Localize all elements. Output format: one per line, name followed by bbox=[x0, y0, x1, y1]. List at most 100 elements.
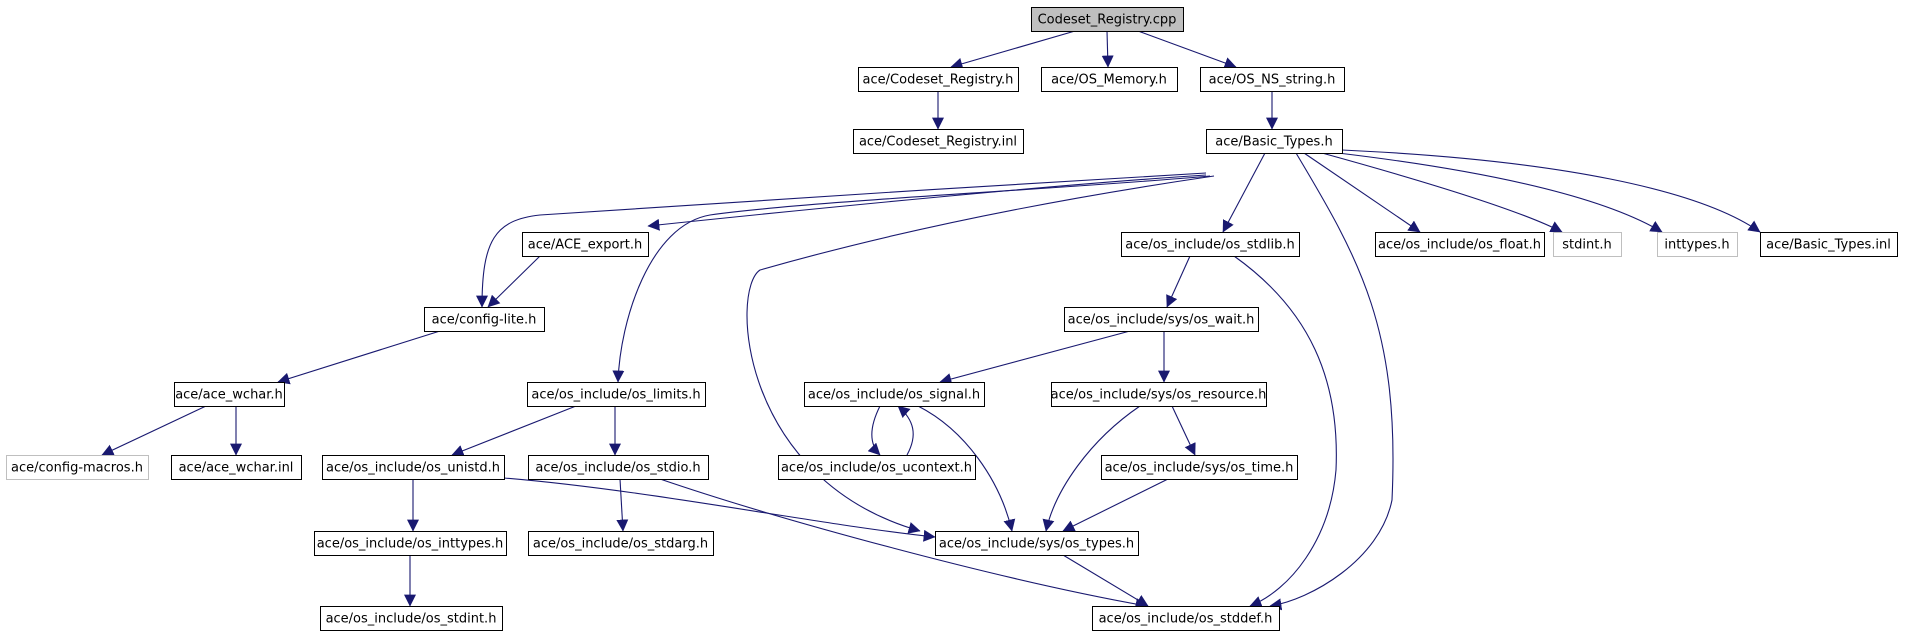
node-os-resource-h[interactable]: ace/os_include/sys/os_resource.h bbox=[1051, 382, 1267, 407]
node-os-float-h[interactable]: ace/os_include/os_float.h bbox=[1375, 232, 1545, 257]
edge-os-stdio-h-to-os-stddef-h bbox=[659, 478, 1148, 610]
node-label: stdint.h bbox=[1562, 238, 1611, 253]
edge-basic-types-h-to-ace-export-h bbox=[647, 174, 1207, 231]
node-box bbox=[1031, 7, 1184, 32]
node-box bbox=[1064, 307, 1259, 332]
edge-config-lite-h-to-ace-wchar-h bbox=[277, 330, 441, 385]
node-os-stdarg-h[interactable]: ace/os_include/os_stdarg.h bbox=[528, 531, 714, 556]
node-label: ace/config-macros.h bbox=[11, 461, 143, 476]
node-box bbox=[1657, 232, 1738, 257]
nodes-layer: Codeset_Registry.cpp ace/Codeset_Registry… bbox=[6, 7, 1898, 631]
node-label: ace/Codeset_Registry.inl bbox=[859, 135, 1017, 150]
edge-codeset-registry-cpp-to-os-memory-h bbox=[1101, 30, 1114, 68]
node-box bbox=[320, 606, 503, 631]
node-config-lite-h[interactable]: ace/config-lite.h bbox=[424, 307, 545, 332]
node-codeset-registry-cpp[interactable]: Codeset_Registry.cpp bbox=[1031, 7, 1184, 32]
node-os-stdint-h[interactable]: ace/os_include/os_stdint.h bbox=[320, 606, 503, 631]
node-label: ace/os_include/os_unistd.h bbox=[326, 461, 500, 476]
node-config-macros-h: ace/config-macros.h bbox=[6, 455, 149, 480]
edge-os-types-h-to-os-stddef-h bbox=[1062, 554, 1149, 607]
edge-os-limits-h-to-os-unistd-h bbox=[451, 405, 577, 457]
node-box bbox=[528, 455, 709, 480]
node-label: ace/config-lite.h bbox=[432, 313, 537, 328]
node-os-time-h[interactable]: ace/os_include/sys/os_time.h bbox=[1101, 455, 1298, 480]
edge-os-resource-h-to-os-time-h bbox=[1171, 405, 1196, 456]
edge-basic-types-h-to-inttypes-h bbox=[1337, 152, 1663, 233]
edge-os-wait-h-to-os-signal-h bbox=[939, 330, 1131, 385]
node-os-ns-string-h[interactable]: ace/OS_NS_string.h bbox=[1200, 67, 1345, 92]
node-label: ace/os_include/sys/os_time.h bbox=[1105, 461, 1294, 476]
node-ace-export-h[interactable]: ace/ACE_export.h bbox=[522, 232, 649, 257]
node-label: ace/os_include/os_stddef.h bbox=[1099, 612, 1273, 627]
node-label: ace/os_include/sys/os_wait.h bbox=[1068, 313, 1255, 328]
edge-basic-types-h-to-config-lite-h bbox=[476, 172, 1207, 308]
node-basic-types-inl[interactable]: ace/Basic_Types.inl bbox=[1760, 232, 1898, 257]
node-box bbox=[1375, 232, 1545, 257]
node-label: ace/OS_NS_string.h bbox=[1209, 73, 1336, 88]
node-label: ace/OS_Memory.h bbox=[1051, 73, 1167, 88]
node-stdint-h: stdint.h bbox=[1553, 232, 1622, 257]
node-box bbox=[527, 382, 706, 407]
node-box bbox=[1051, 382, 1267, 407]
node-box bbox=[1101, 455, 1298, 480]
edge-os-stdio-h-to-os-stdarg-h bbox=[616, 478, 629, 532]
edge-basic-types-h-to-os-float-h bbox=[1303, 152, 1421, 233]
node-ace-wchar-h[interactable]: ace/ace_wchar.h bbox=[174, 382, 285, 407]
node-box bbox=[314, 531, 507, 556]
node-os-types-h[interactable]: ace/os_include/sys/os_types.h bbox=[935, 531, 1139, 556]
node-os-memory-h[interactable]: ace/OS_Memory.h bbox=[1041, 67, 1178, 92]
node-label: ace/os_include/sys/os_resource.h bbox=[1051, 388, 1267, 403]
node-codeset-registry-h[interactable]: ace/Codeset_Registry.h bbox=[858, 67, 1019, 92]
node-box bbox=[935, 531, 1139, 556]
node-box bbox=[6, 455, 149, 480]
node-label: Codeset_Registry.cpp bbox=[1038, 13, 1177, 28]
node-label: ace/os_include/os_inttypes.h bbox=[317, 537, 504, 552]
node-os-stdlib-h[interactable]: ace/os_include/os_stdlib.h bbox=[1121, 232, 1300, 257]
node-label: ace/Basic_Types.h bbox=[1215, 135, 1332, 150]
edge-ace-export-h-to-config-lite-h bbox=[487, 255, 541, 308]
edge-os-signal-h-to-os-ucontext-h bbox=[867, 405, 881, 456]
node-label: ace/os_include/os_stdarg.h bbox=[533, 537, 708, 552]
node-os-ucontext-h[interactable]: ace/os_include/os_ucontext.h bbox=[778, 455, 976, 480]
node-codeset-registry-inl[interactable]: ace/Codeset_Registry.inl bbox=[853, 129, 1024, 154]
node-basic-types-h[interactable]: ace/Basic_Types.h bbox=[1206, 129, 1343, 154]
node-label: ace/ace_wchar.h bbox=[175, 388, 283, 403]
edge-os-resource-h-to-os-types-h bbox=[1042, 405, 1141, 532]
node-box bbox=[424, 307, 545, 332]
node-os-limits-h[interactable]: ace/os_include/os_limits.h bbox=[527, 382, 706, 407]
edge-os-unistd-h-to-os-types-h bbox=[503, 477, 936, 542]
edge-os-stdlib-h-to-os-wait-h bbox=[1166, 255, 1191, 308]
node-box bbox=[174, 382, 285, 407]
node-os-stddef-h[interactable]: ace/os_include/os_stddef.h bbox=[1092, 606, 1280, 631]
edge-basic-types-h-to-os-types-h bbox=[746, 175, 1215, 534]
edge-ace-wchar-h-to-config-macros-h bbox=[101, 405, 207, 456]
node-box bbox=[853, 129, 1024, 154]
node-label: ace/os_include/sys/os_types.h bbox=[939, 537, 1134, 552]
node-label: ace/os_include/os_stdlib.h bbox=[1125, 238, 1294, 253]
node-os-unistd-h[interactable]: ace/os_include/os_unistd.h bbox=[322, 455, 505, 480]
node-box bbox=[1092, 606, 1280, 631]
node-box bbox=[1206, 129, 1343, 154]
node-os-stdio-h[interactable]: ace/os_include/os_stdio.h bbox=[528, 455, 709, 480]
edge-basic-types-h-to-os-stdlib-h bbox=[1222, 152, 1266, 233]
node-box bbox=[528, 531, 714, 556]
node-box bbox=[804, 382, 985, 407]
node-ace-wchar-inl[interactable]: ace/ace_wchar.inl bbox=[171, 455, 302, 480]
node-box bbox=[322, 455, 505, 480]
node-label: ace/ace_wchar.inl bbox=[179, 461, 294, 476]
node-os-signal-h[interactable]: ace/os_include/os_signal.h bbox=[804, 382, 985, 407]
node-label: ace/os_include/os_float.h bbox=[1378, 238, 1541, 253]
edge-os-stdlib-h-to-os-stddef-h bbox=[1233, 255, 1337, 608]
node-os-wait-h[interactable]: ace/os_include/sys/os_wait.h bbox=[1064, 307, 1259, 332]
edge-os-time-h-to-os-types-h bbox=[1062, 478, 1169, 532]
node-box bbox=[1200, 67, 1345, 92]
node-os-inttypes-h[interactable]: ace/os_include/os_inttypes.h bbox=[314, 531, 507, 556]
edge-basic-types-h-to-os-limits-h bbox=[612, 175, 1211, 383]
node-box bbox=[1760, 232, 1898, 257]
node-box bbox=[1041, 67, 1178, 92]
node-box bbox=[1121, 232, 1300, 257]
edge-basic-types-h-to-basic-types-inl bbox=[1341, 149, 1761, 233]
edges-layer bbox=[101, 30, 1761, 611]
